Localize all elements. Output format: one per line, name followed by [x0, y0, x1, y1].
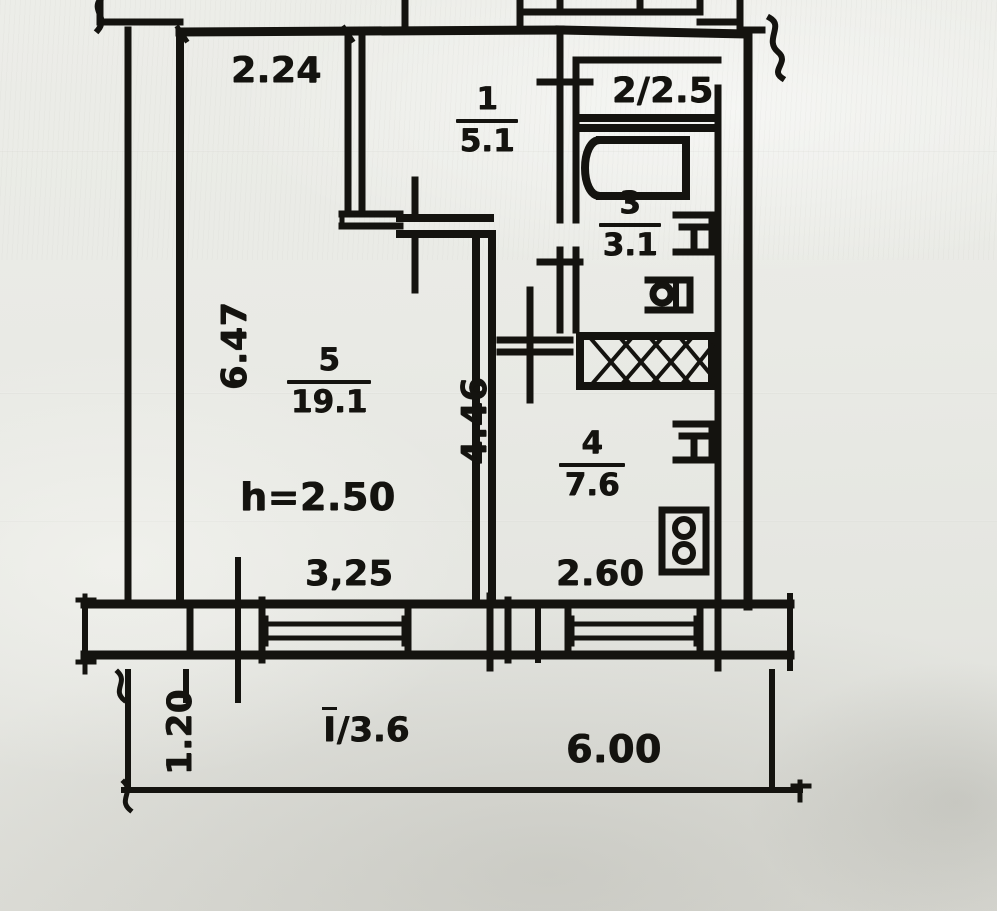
room-1-area: 5.1: [459, 123, 515, 159]
room-4-area: 7.6: [564, 467, 620, 503]
dimension-left-vertical: 6.47: [215, 301, 255, 390]
room-5-number: 5: [318, 342, 340, 378]
apartment-type-area: 3.6: [349, 710, 410, 750]
room-3-area: 3.1: [602, 227, 658, 263]
room-label-1: 1 5.1: [452, 84, 522, 157]
apartment-type-roman: I: [322, 707, 337, 750]
dimension-balcony-depth: 1.20: [160, 689, 200, 775]
room-5-rule: [287, 380, 371, 384]
room-1-number: 1: [476, 81, 498, 117]
room-label-4: 4 7.6: [555, 428, 629, 501]
apartment-type-label: I/3.6: [322, 707, 410, 750]
dimension-mid-vertical: 4.46: [455, 376, 495, 465]
apartment-type-separator: /: [336, 710, 350, 750]
dimension-bottom-right: 2.60: [556, 554, 645, 594]
room-label-2: 2/2.5: [612, 71, 714, 111]
room-4-rule: [559, 463, 625, 467]
room-1-rule: [456, 119, 518, 123]
dimension-overall-width: 6.00: [566, 727, 662, 771]
room-3-rule: [599, 223, 661, 227]
dimension-bottom-left: 3,25: [305, 554, 394, 594]
room-label-5: 5 19.1: [283, 345, 375, 418]
room-3-number: 3: [619, 185, 641, 221]
room-4-number: 4: [581, 425, 603, 461]
ceiling-height-label: h=2.50: [240, 475, 396, 519]
room-label-3: 3 3.1: [595, 188, 665, 261]
room-5-area: 19.1: [290, 384, 368, 420]
dimension-top-left: 2.24: [231, 50, 322, 91]
